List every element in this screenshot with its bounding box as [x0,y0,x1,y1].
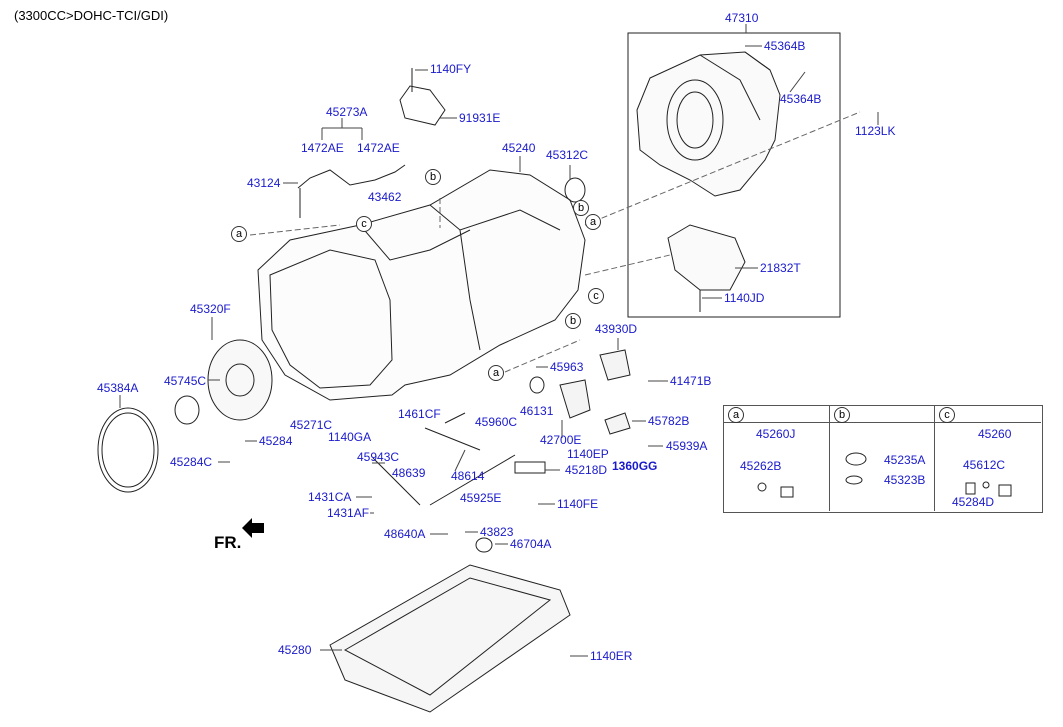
part-45320F[interactable]: 45320F [190,302,231,316]
part-45271C[interactable]: 45271C [290,418,333,432]
legend-header-divider [723,422,1041,423]
part-45284[interactable]: 45284 [259,434,293,448]
part-1140FY[interactable]: 1140FY [430,62,472,76]
part-21832T[interactable]: 21832T [760,261,801,275]
extension-housing [636,51,781,197]
part-1461CF[interactable]: 1461CF [398,407,441,421]
part-1140ER[interactable]: 1140ER [590,649,633,663]
part-1140JD[interactable]: 1140JD [724,291,765,305]
part-42700E[interactable]: 42700E [540,433,582,447]
part-43930D[interactable]: 43930D [595,322,638,336]
part-1472AE[interactable]: 1472AE [357,141,400,155]
part-1431CA[interactable]: 1431CA [308,490,352,504]
part-43823[interactable]: 43823 [480,525,514,539]
part-45284C[interactable]: 45284C [170,455,213,469]
legend-a-marker: a [728,407,744,423]
part-45384A[interactable]: 45384A [97,381,139,395]
oil-pan [329,564,571,713]
legend-c-part-1: 45612C [963,458,1006,472]
part-45280[interactable]: 45280 [278,643,312,657]
legend-b-part-2: 45323B [884,473,926,487]
part-41471B[interactable]: 41471B [670,374,712,388]
legend-c-part-2: 45284D [952,495,995,509]
part-46704A[interactable]: 46704A [510,537,552,551]
part-1140EP[interactable]: 1140EP [567,447,609,461]
part-45925E[interactable]: 45925E [460,491,502,505]
part-48639[interactable]: 48639 [392,466,426,480]
transmission-mount [667,224,746,291]
transmission-case [257,169,586,401]
legend-a-group: 45260J [756,427,796,441]
legend-b-marker: b [834,407,850,423]
callout-a: a [231,226,247,242]
legend-a-part: 45262B [740,459,782,473]
part-45939A[interactable]: 45939A [666,439,708,453]
part-45963[interactable]: 45963 [550,360,584,374]
part-45312C[interactable]: 45312C [546,148,589,162]
part-43462[interactable]: 43462 [368,190,402,204]
part-45745C[interactable]: 45745C [164,374,207,388]
legend-table [723,405,1043,513]
part-45782B[interactable]: 45782B [648,414,690,428]
legend-c-marker: c [939,407,955,423]
part-43124[interactable]: 43124 [247,176,281,190]
legend-c-group: 45260 [978,427,1012,441]
part-1140GA[interactable]: 1140GA [328,430,372,444]
part-1140FE[interactable]: 1140FE [557,497,599,511]
callout-b: b [425,169,441,185]
callout-b: b [573,200,589,216]
part-48614[interactable]: 48614 [451,469,485,483]
engine-spec-header: (3300CC>DOHC-TCI/GDI) [14,8,169,23]
part-1472AE[interactable]: 1472AE [301,141,344,155]
part-45364B[interactable]: 45364B [780,92,822,106]
legend-b-part-1: 45235A [884,453,926,467]
part-46131[interactable]: 46131 [520,404,554,418]
callout-c: c [588,288,604,304]
front-arrow [242,518,264,538]
part-45240[interactable]: 45240 [502,141,536,155]
part-45364B[interactable]: 45364B [764,39,806,53]
part-45943C[interactable]: 45943C [357,450,400,464]
legend-divider-1 [829,405,830,511]
part-45960C[interactable]: 45960C [475,415,518,429]
legend-divider-2 [934,405,935,511]
part-91931E[interactable]: 91931E [459,111,501,125]
part-47310[interactable]: 47310 [725,11,759,25]
callout-b: b [565,313,581,329]
front-direction-label: FR. [214,533,242,552]
part-48640A[interactable]: 48640A [384,527,426,541]
part-45218D[interactable]: 45218D [565,463,608,477]
callout-c: c [356,216,372,232]
callout-a: a [488,365,504,381]
part-1360GG[interactable]: 1360GG [612,459,658,473]
gasket-ring [97,407,159,493]
part-1123LK[interactable]: 1123LK [855,124,896,138]
part-45273A[interactable]: 45273A [326,105,368,119]
callout-a: a [585,214,601,230]
part-1431AF[interactable]: 1431AF [327,506,370,520]
extension-housing-box [627,32,841,318]
